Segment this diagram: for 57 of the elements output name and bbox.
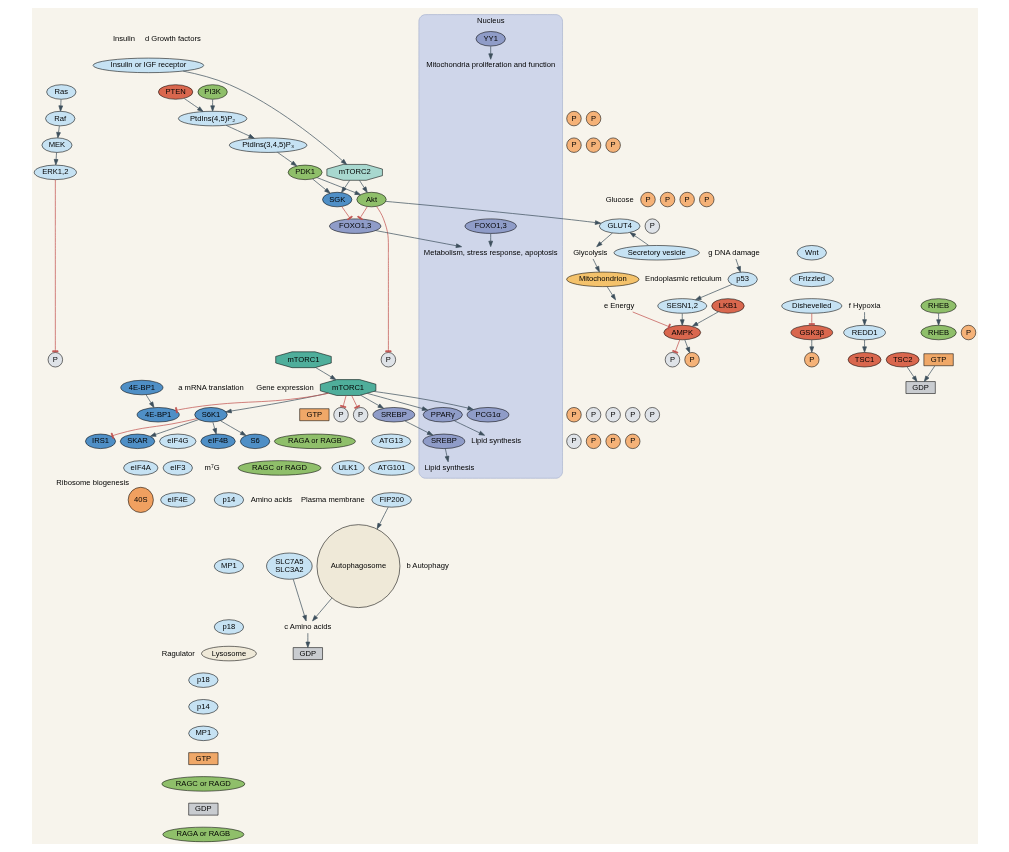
arrow	[861, 339, 867, 353]
arrow	[209, 99, 215, 112]
arrow	[487, 233, 493, 247]
arrow	[861, 311, 867, 326]
connector	[631, 311, 671, 330]
arrow	[292, 578, 307, 622]
arrow	[373, 391, 474, 411]
connector	[356, 206, 368, 221]
arrow	[149, 419, 199, 437]
arrow	[404, 420, 433, 436]
arrow	[358, 179, 368, 193]
arrow	[679, 313, 684, 326]
arrow	[183, 98, 203, 112]
arrow	[376, 506, 389, 530]
arrow	[487, 45, 493, 60]
arrow	[276, 151, 297, 167]
connector	[375, 206, 391, 353]
arrow	[606, 286, 616, 301]
connector	[340, 206, 353, 221]
arrow	[691, 311, 719, 327]
arrow	[212, 421, 217, 435]
arrow	[385, 201, 601, 225]
arrow	[314, 367, 336, 381]
connector	[350, 395, 360, 409]
arrow	[366, 393, 428, 411]
arrow	[694, 284, 732, 301]
arrow	[305, 632, 310, 648]
arrow	[182, 70, 347, 165]
arrow	[735, 258, 741, 273]
arrow	[359, 394, 384, 409]
arrow	[311, 597, 332, 622]
arrow	[374, 230, 462, 248]
arrow	[453, 420, 485, 436]
arrow	[935, 313, 941, 326]
arrow	[923, 365, 935, 382]
arrow	[444, 448, 449, 463]
arrow	[53, 152, 58, 166]
connector	[174, 392, 329, 414]
arrow	[629, 232, 649, 246]
arrow	[145, 394, 154, 408]
arrow	[316, 177, 361, 196]
connector	[671, 339, 680, 354]
arrow	[225, 125, 255, 139]
arrow	[311, 178, 330, 194]
arrow	[592, 258, 600, 273]
arrow	[809, 339, 814, 353]
connector	[808, 313, 815, 326]
arrow	[595, 232, 613, 248]
connector	[339, 395, 346, 409]
connector	[51, 179, 58, 353]
arrow	[219, 420, 246, 436]
connector	[110, 418, 197, 439]
arrow	[683, 339, 690, 354]
arrow	[340, 179, 350, 193]
arrow	[55, 125, 61, 139]
arrow	[906, 366, 917, 382]
arrow	[58, 99, 63, 112]
